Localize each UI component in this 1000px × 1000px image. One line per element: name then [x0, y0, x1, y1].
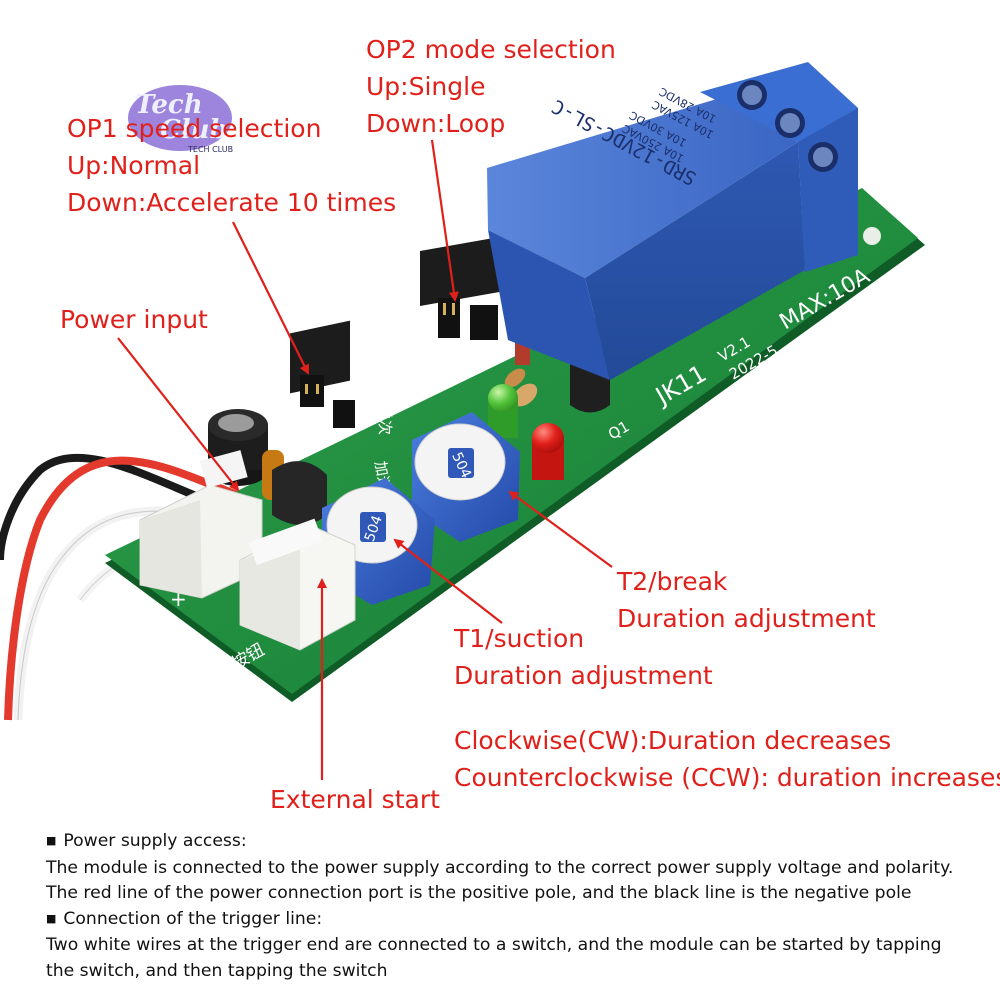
external-start-label: External start — [270, 785, 440, 814]
relay: SRD-12VDC-SL-C 10A 250VAC 10A 30VDC 10A … — [487, 84, 805, 380]
power-access-line-1: The module is connected to the power sup… — [46, 857, 954, 878]
t2-title: T2/break — [617, 567, 728, 596]
op1-arrow — [232, 221, 309, 375]
op2-callout: OP2 mode selection Up:Single Down:Loop — [366, 31, 616, 142]
t1-arrow — [393, 538, 503, 624]
led-red — [532, 423, 564, 480]
power-access-heading: Power supply access: — [46, 829, 976, 856]
op1-down: Down:Accelerate 10 times — [67, 188, 397, 217]
op2-down: Down:Loop — [366, 109, 506, 138]
power-input-label: Power input — [60, 305, 208, 334]
op2-up: Up:Single — [366, 72, 486, 101]
logo-word-1: Tech — [135, 90, 203, 120]
logo-word-2: Club — [160, 115, 228, 145]
product-figure: - + 按钮 单次 加速 JK11 V2.1 2022-5 MAX:10A Q1 — [0, 31, 1000, 818]
t2-potentiometer: 504 — [412, 412, 520, 542]
external-start-callout: External start — [270, 781, 440, 818]
op2-jumper — [420, 236, 500, 340]
logo-tag: TECH CLUB — [187, 145, 233, 154]
transistor — [272, 461, 327, 525]
t1-sub: Duration adjustment — [454, 661, 713, 690]
op1-callout: OP1 speed selection Up:Normal Down:Accel… — [67, 110, 396, 221]
power-arrow — [117, 337, 240, 492]
mount-hole — [863, 227, 881, 245]
t2-sub: Duration adjustment — [617, 604, 876, 633]
t1-callout: T1/suction Duration adjustment — [454, 620, 713, 694]
relay-module-photo: - + 按钮 单次 加速 JK11 V2.1 2022-5 MAX:10A Q1 — [0, 62, 925, 780]
trigger-line-1: Two white wires at the trigger end are c… — [46, 935, 942, 956]
power-connector — [139, 450, 263, 599]
cw-note: Clockwise(CW):Duration decreases — [454, 726, 892, 755]
mode-silkscreen: 单次 — [376, 405, 394, 435]
op1-up: Up:Normal — [67, 151, 201, 180]
trigger-line-2: the switch, and then tapping the switch — [46, 960, 388, 981]
power-access-line-2: The red line of the power connection por… — [46, 883, 912, 904]
ccw-note: Counterclockwise (CCW): duration increas… — [454, 763, 1000, 792]
instructions-text: Power supply access: The module is conne… — [46, 829, 976, 985]
op2-arrow — [430, 139, 459, 302]
t2-callout: T2/break Duration adjustment — [617, 563, 876, 637]
rotation-callout: Clockwise(CW):Duration decreases Counter… — [454, 722, 1000, 796]
callout-arrows — [117, 139, 613, 780]
op1-title: OP1 speed selection — [67, 114, 322, 143]
external-start-connector — [239, 518, 356, 651]
screw-terminal — [700, 62, 858, 272]
trigger-heading: Connection of the trigger line: — [46, 907, 976, 934]
op1-jumper — [290, 320, 355, 428]
tech-club-logo: Tech Club TECH CLUB — [128, 85, 233, 154]
t1-title: T1/suction — [454, 624, 585, 653]
led-green — [488, 384, 518, 438]
op2-title: OP2 mode selection — [366, 35, 616, 64]
t2-arrow — [508, 490, 613, 568]
power-input-callout: Power input — [60, 301, 208, 338]
